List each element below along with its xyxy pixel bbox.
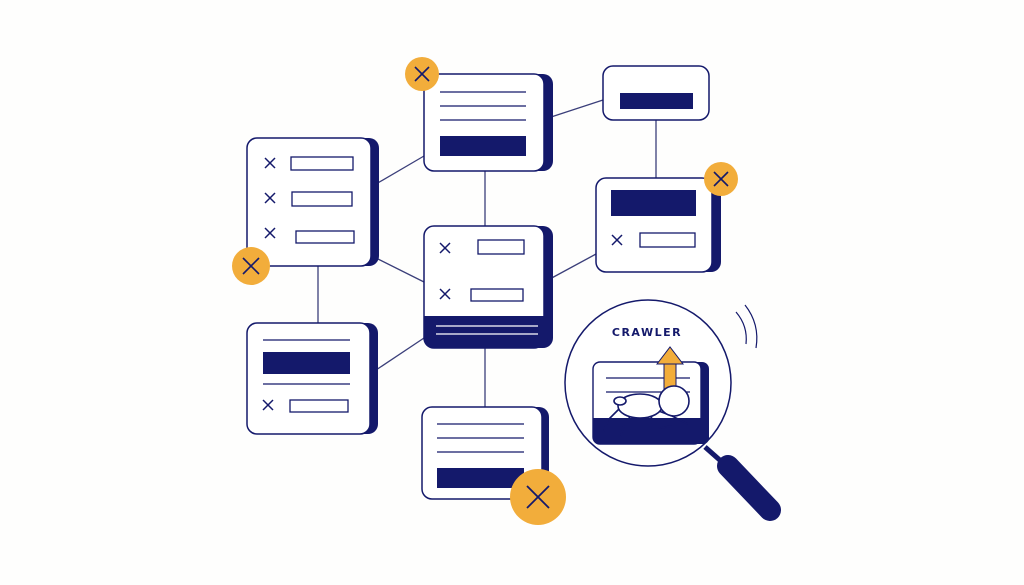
node-top-card [423,73,545,172]
node-left-bottom-bar [263,352,350,374]
node-left-bottom-card [246,322,371,435]
connector-center-to-right [547,253,597,281]
connector-left-to-center [375,257,425,283]
node-center-footer [424,316,548,348]
node-center-field [477,239,525,255]
connector-top-to-left [375,155,425,185]
node-left-bottom-field [289,399,349,413]
node-top-right [602,65,710,121]
x-mark-icon [611,234,623,246]
x-mark-icon [262,399,274,411]
x-mark-icon [264,157,276,169]
magnifier: CRAWLER [564,299,781,521]
node-right-bar [611,190,696,216]
x-mark-icon [439,242,451,254]
spider-bot-icon [603,385,690,437]
node-center [423,225,553,349]
x-mark-icon [439,288,451,300]
motion-arc [744,304,758,349]
node-left-field [290,156,354,171]
up-arrow-icon [655,346,685,397]
node-left [246,137,379,267]
lens-page-footer [593,418,709,444]
node-bottom [421,406,549,500]
connectors [317,99,657,407]
node-top-right-bar [620,93,693,109]
x-circle-icon [704,162,738,196]
magnifier-handle [717,455,781,521]
node-right-field [639,232,696,248]
x-mark-icon [264,227,276,239]
node-center-field [470,288,524,302]
node-left-field [295,230,355,244]
x-mark-icon [264,192,276,204]
motion-arc [735,311,747,345]
node-bottom-bar [437,468,524,488]
node-left-field [291,191,353,207]
connector-top-to-topright [547,99,604,119]
x-circle-icon [510,469,566,525]
node-left-bottom [246,322,378,435]
node-top [423,73,553,172]
x-circle-icon [232,247,270,285]
connector-center-to-leftbottom [375,337,425,371]
crawler-label: CRAWLER [612,326,682,339]
x-circle-icon [405,57,439,91]
node-top-bar [440,136,526,156]
node-right [595,177,721,273]
